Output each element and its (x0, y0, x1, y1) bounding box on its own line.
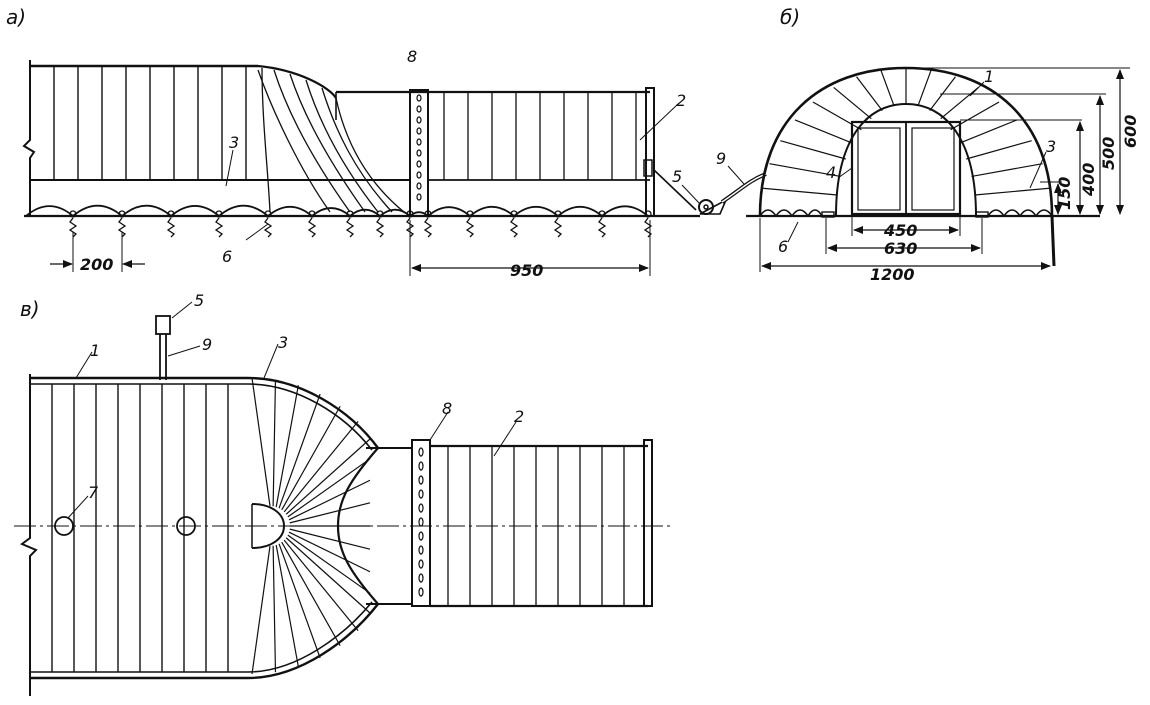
dim-630: 630 (884, 239, 917, 258)
dim-950: 950 (510, 261, 543, 280)
vent-opening (54, 516, 74, 536)
side-view (22, 60, 767, 276)
panel-label-b: б) (780, 5, 800, 29)
side-view-texts: 8 2 3 5 9 6 200 950 (80, 47, 726, 280)
dim-400: 400 (1079, 163, 1098, 197)
dim-150: 150 (1055, 177, 1074, 210)
panel-label-v: в) (20, 297, 40, 321)
label-6-side: 6 (222, 247, 232, 266)
label-7-plan: 7 (88, 483, 99, 502)
label-1-end: 1 (984, 67, 994, 86)
label-4-end: 4 (826, 163, 836, 182)
plan-coupling-ring (411, 439, 431, 607)
end-view-texts: 1 4 3 6 450 630 1200 150 400 500 600 (778, 67, 1140, 284)
label-9-side: 9 (716, 149, 726, 168)
dim-500: 500 (1099, 137, 1118, 170)
dim-1200: 1200 (870, 265, 915, 284)
label-2-plan: 2 (514, 407, 524, 426)
dim-450: 450 (883, 221, 917, 240)
label-3-end: 3 (1046, 137, 1056, 156)
label-1-plan: 1 (90, 341, 100, 360)
label-3-plan: 3 (278, 333, 288, 352)
dim-600: 600 (1121, 115, 1140, 148)
vent-opening (176, 516, 196, 536)
label-8-plan: 8 (442, 399, 452, 418)
coupling-ring (409, 89, 429, 217)
blower-fan (698, 199, 714, 215)
dim-200: 200 (80, 255, 113, 274)
blower-unit (155, 315, 171, 335)
panel-label-a: а) (6, 5, 26, 29)
label-6-end: 6 (778, 237, 788, 256)
end-view (746, 66, 1130, 272)
label-8-side: 8 (407, 47, 417, 66)
plan-view-texts: 5 9 3 1 7 8 2 (88, 291, 524, 502)
label-5-side: 5 (672, 167, 682, 186)
label-2-side: 2 (676, 91, 686, 110)
label-9-plan: 9 (202, 335, 212, 354)
label-3-side: 3 (229, 133, 239, 152)
label-5-plan: 5 (194, 291, 204, 310)
plan-view (14, 301, 672, 696)
